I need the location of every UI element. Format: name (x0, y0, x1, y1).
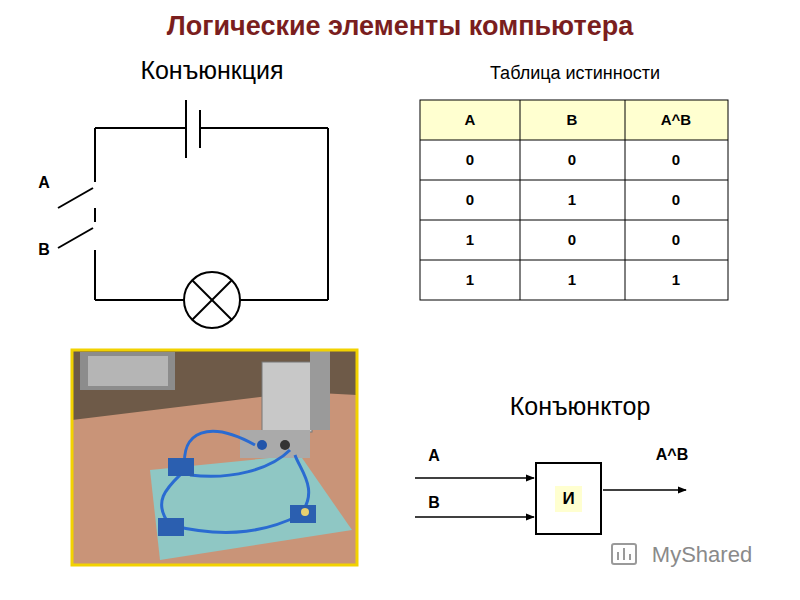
table-cell: 1 (466, 231, 474, 248)
table-heading: Таблица истинности (490, 63, 660, 84)
lamp-symbol (184, 272, 240, 328)
table-cell: 0 (672, 231, 680, 248)
table-cell: 0 (466, 151, 474, 168)
logic-gate-box: И (535, 462, 602, 535)
table-cell: 0 (672, 191, 680, 208)
circuit-diagram (58, 100, 328, 328)
table-cell: 0 (568, 231, 576, 248)
gate-symbol: И (555, 486, 581, 512)
switch-label: B (38, 241, 50, 259)
table-cell: 1 (466, 271, 474, 288)
table-header: A (465, 111, 476, 128)
lab-photo (72, 350, 357, 565)
input-label: B (428, 494, 440, 512)
table-cell: 0 (568, 151, 576, 168)
input-label: A (428, 447, 440, 465)
block-heading: Конъюнктор (510, 392, 651, 421)
table-cell: 1 (568, 191, 576, 208)
table-cell: 1 (568, 271, 576, 288)
watermark-icon (612, 544, 636, 564)
slide-title: Логические элементы компьютера (167, 11, 633, 42)
watermark: MyShared (652, 542, 752, 567)
switch-label: A (38, 174, 50, 192)
battery-symbol (185, 100, 187, 158)
switch-symbol (58, 228, 93, 248)
section-heading: Конъюнкция (140, 56, 283, 85)
table-cell: 1 (672, 271, 680, 288)
switch-symbol (58, 188, 93, 208)
battery-symbol (199, 110, 201, 148)
output-label: A^B (656, 446, 688, 464)
truth-table (420, 100, 728, 300)
table-header: B (567, 111, 578, 128)
table-cell: 0 (672, 151, 680, 168)
table-header: A^B (661, 111, 691, 128)
table-cell: 0 (466, 191, 474, 208)
